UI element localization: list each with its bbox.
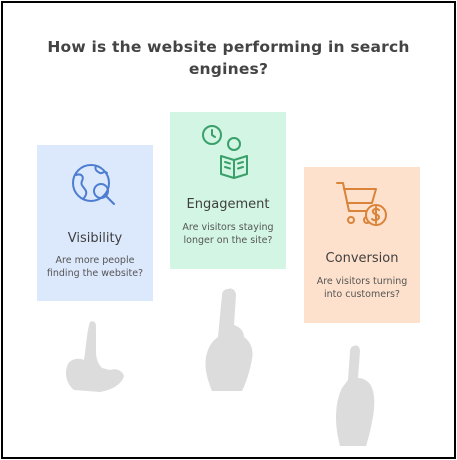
card-title: Conversion [325, 251, 399, 266]
card-conversion: Conversion Are visitors turning into cus… [304, 167, 420, 323]
card-title: Engagement [186, 197, 270, 212]
pointing-hand-icon [66, 321, 124, 392]
card-description: Are visitors staying longer on the site? [182, 222, 274, 246]
diagram-title: How is the website performing in search … [47, 38, 410, 78]
pointing-hand-icon [205, 288, 253, 391]
pointing-hand-icon [336, 345, 375, 446]
card-description: Are more people finding the website? [46, 255, 144, 279]
card-description: Are visitors turning into customers? [316, 276, 408, 300]
cart-dollar-icon [336, 182, 387, 226]
card-title: Visibility [67, 231, 123, 246]
globe-search-icon [72, 164, 115, 205]
clock-reader-icon [202, 125, 248, 179]
card-visibility: Visibility Are more people finding the w… [37, 145, 153, 301]
card-engagement: Engagement Are visitors staying longer o… [170, 112, 286, 269]
